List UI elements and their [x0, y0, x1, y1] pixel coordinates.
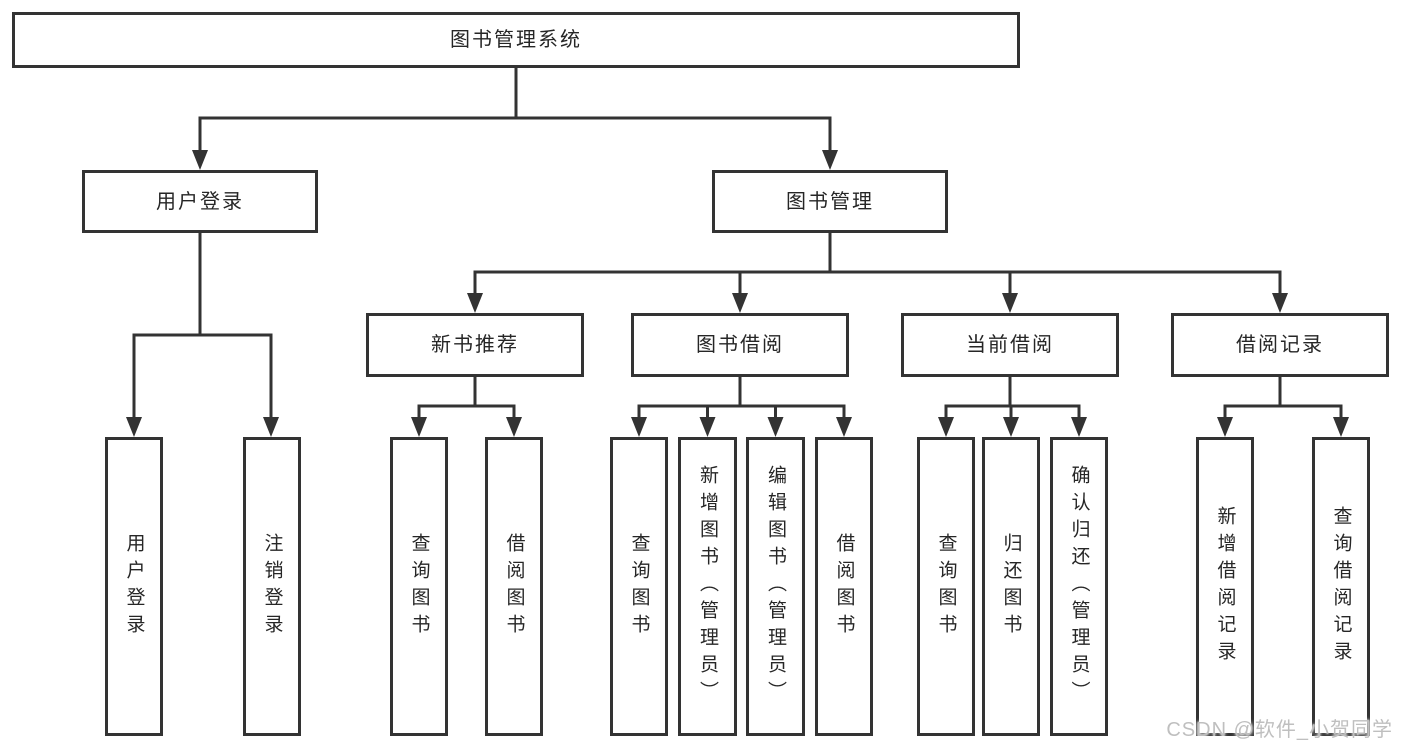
watermark: CSDN @软件_小贺同学: [1166, 719, 1393, 741]
arrowhead-icon: [126, 417, 142, 437]
leaf-edit-book-admin: 编辑图书（管理员）: [746, 437, 805, 736]
arrowhead-icon: [1217, 417, 1233, 437]
arrowhead-icon: [732, 293, 748, 313]
arrowhead-icon: [411, 417, 427, 437]
leaf-query-borrow-record: 查询借阅记录: [1312, 437, 1370, 736]
leaf-user-login: 用户登录: [105, 437, 163, 736]
arrowhead-icon: [1071, 417, 1087, 437]
connector-recommend-rail: [417, 404, 516, 421]
leaf-add-book-admin: 新增图书（管理员）: [678, 437, 737, 736]
arrowhead-icon: [263, 417, 279, 437]
arrowhead-icon: [467, 293, 483, 313]
arrowhead-icon: [506, 417, 522, 437]
leaf-logout: 注销登录: [243, 437, 301, 736]
arrowhead-icon: [938, 417, 954, 437]
connector-borrowrecord-rail: [1223, 404, 1343, 421]
connector-bookborrow-rail: [637, 404, 846, 421]
leaf-query-books-current: 查询图书: [917, 437, 975, 736]
node-current-borrow: 当前借阅: [901, 313, 1119, 377]
node-new-book-recommend: 新书推荐: [366, 313, 584, 377]
leaf-borrow-books: 借阅图书: [815, 437, 873, 736]
arrowhead-icon: [1002, 293, 1018, 313]
connector-level2-rail: [198, 116, 832, 154]
node-book-management: 图书管理: [712, 170, 948, 233]
arrowhead-icon: [822, 150, 838, 170]
arrowhead-icon: [699, 417, 716, 437]
node-borrow-record: 借阅记录: [1171, 313, 1389, 377]
arrowhead-icon: [836, 417, 852, 437]
arrowhead-icon: [631, 417, 647, 437]
node-user-login: 用户登录: [82, 170, 318, 233]
arrowhead-icon: [1272, 293, 1288, 313]
leaf-add-borrow-record: 新增借阅记录: [1196, 437, 1254, 736]
leaf-return-books: 归还图书: [982, 437, 1040, 736]
arrowhead-icon: [1333, 417, 1349, 437]
arrowhead-icon: [1003, 417, 1019, 437]
leaf-query-books-recommend: 查询图书: [390, 437, 448, 736]
leaf-borrow-books-recommend: 借阅图书: [485, 437, 543, 736]
leaf-query-books-borrow: 查询图书: [610, 437, 668, 736]
connector-level3-rail: [473, 270, 1282, 297]
node-book-borrow: 图书借阅: [631, 313, 849, 377]
leaf-confirm-return-admin: 确认归还（管理员）: [1050, 437, 1108, 736]
arrowhead-icon: [192, 150, 208, 170]
connector-userlogin-rail: [132, 333, 273, 421]
node-root: 图书管理系统: [12, 12, 1020, 68]
arrowhead-icon: [767, 417, 784, 437]
